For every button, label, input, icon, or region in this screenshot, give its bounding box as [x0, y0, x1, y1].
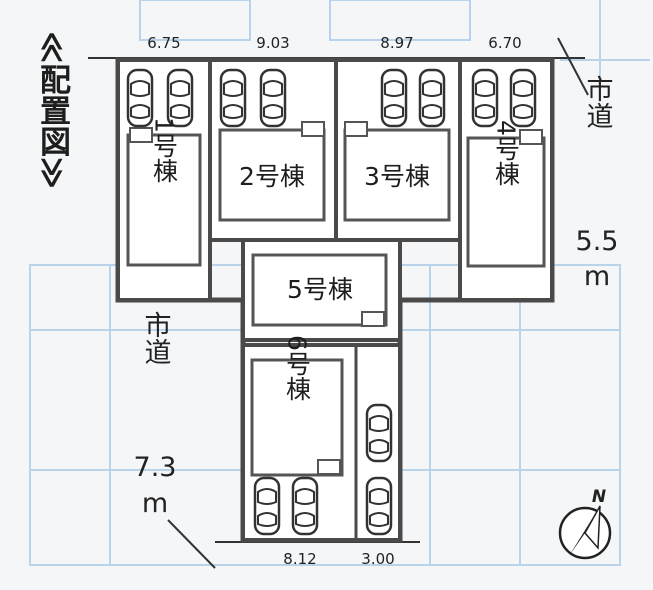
- frontage-dim-4: 6.70: [488, 34, 521, 52]
- car-icon: [219, 68, 247, 128]
- frontage-dim-2: 9.03: [256, 34, 289, 52]
- frontage-dim-1: 6.75: [147, 34, 180, 52]
- east-road-width: 5.5: [576, 226, 619, 257]
- utility-box: [317, 459, 341, 475]
- page-title: ≪配置図≫: [34, 31, 70, 189]
- car-icon: [126, 68, 154, 128]
- west-road-unit: m: [142, 488, 168, 519]
- building-5-label: 5号棟: [287, 275, 353, 304]
- utility-box: [361, 311, 385, 327]
- building-1: [126, 133, 202, 267]
- car-icon: [418, 68, 446, 128]
- utility-box: [129, 127, 153, 143]
- west-road-width: 7.3: [134, 452, 177, 483]
- utility-box: [301, 121, 325, 137]
- building-3: [343, 128, 451, 222]
- compass-arrow-half: [584, 505, 601, 550]
- utility-box: [519, 129, 543, 145]
- building-1-label: 1号棟: [150, 117, 179, 183]
- building-6: [250, 358, 344, 477]
- building-4: [466, 136, 546, 268]
- compass-label: N: [592, 487, 606, 507]
- car-icon: [471, 68, 499, 128]
- car-icon: [509, 68, 537, 128]
- building-4-label: 4号棟: [492, 120, 521, 186]
- east-road-name: 市道: [582, 75, 613, 129]
- compass: N: [558, 487, 612, 560]
- west-road-name: 市道: [140, 311, 171, 365]
- frontage-dim-3: 8.97: [380, 34, 413, 52]
- building-2: [218, 128, 326, 222]
- car-icon: [253, 476, 281, 536]
- utility-box: [344, 121, 368, 137]
- building-6-label: 6号棟: [283, 335, 312, 401]
- car-icon: [291, 476, 319, 536]
- east-road-unit: m: [584, 261, 610, 292]
- building-2-label: 2号棟: [239, 162, 305, 191]
- bottom-dim-1: 8.12: [283, 550, 316, 568]
- car-icon: [365, 403, 393, 463]
- road-end-tick: [557, 37, 589, 96]
- car-icon: [259, 68, 287, 128]
- parking-area: [126, 68, 537, 536]
- car-icon: [380, 68, 408, 128]
- car-icon: [166, 68, 194, 128]
- road-end-tick: [167, 519, 216, 569]
- building-3-label: 3号棟: [364, 162, 430, 191]
- bottom-dim-2: 3.00: [361, 550, 394, 568]
- car-icon: [365, 476, 393, 536]
